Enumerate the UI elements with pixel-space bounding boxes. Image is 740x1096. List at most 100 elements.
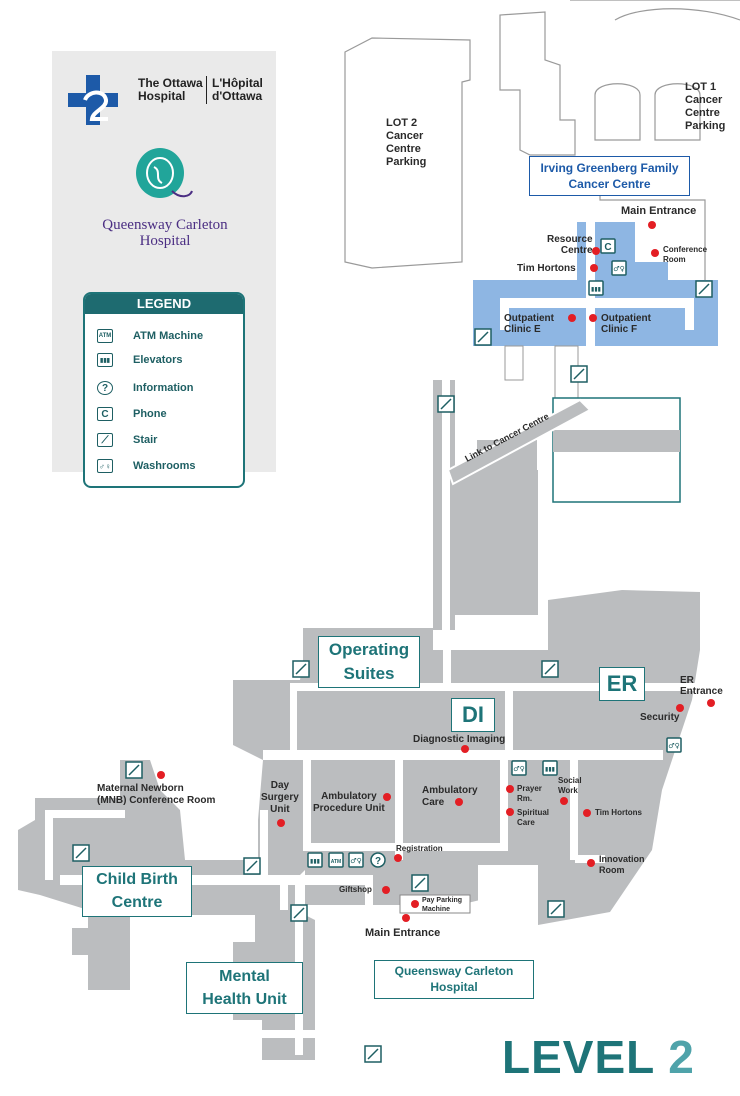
legend-item-label: Washrooms [133, 460, 196, 472]
label-line: (MNB) Conference Room [97, 795, 216, 806]
label-line: Centre [560, 245, 593, 256]
poi-dot [506, 808, 514, 816]
ambulatory-care-label: Ambulatory Care [422, 785, 478, 809]
stair-icon [547, 900, 565, 918]
svg-text:▮▮▮: ▮▮▮ [310, 858, 320, 865]
prayer-room-label: Prayer Rm. [517, 784, 542, 804]
label-line: Unit [270, 804, 290, 815]
atm-icon: ATM [328, 852, 344, 868]
label-line: Pay Parking [422, 897, 463, 904]
main-entrance-label: Main Entrance [365, 927, 441, 939]
cancer-main-entrance-label: Main Entrance [621, 205, 697, 217]
stair-icon [72, 844, 90, 862]
label-line: Mental [219, 968, 270, 985]
legend-item: ♂♀ Washrooms [97, 458, 196, 474]
svg-text:♂♀: ♂♀ [350, 857, 361, 865]
level-number: 2 [668, 1031, 695, 1083]
stair-icon [290, 904, 308, 922]
ottawa-hospital-name-en: The Ottawa Hospital [138, 77, 203, 103]
registration-label: Registration [396, 844, 443, 853]
label-line: Care [517, 818, 535, 827]
poi-dot [394, 854, 402, 862]
poi-dot [568, 314, 576, 322]
elevator-icon: ▮▮▮ [588, 280, 604, 296]
queensway-carleton-hospital-label: Queensway Carleton Hospital [374, 960, 534, 999]
elevator-icon: ▮▮▮ [97, 353, 113, 367]
poi-dot [383, 793, 391, 801]
stair-icon [292, 660, 310, 678]
svg-text:?: ? [375, 856, 381, 867]
logo-text-line: d'Ottawa [212, 89, 263, 103]
logo-separator [206, 76, 207, 104]
di-label: DI [451, 698, 495, 732]
legend-title: LEGEND [85, 294, 243, 314]
diagnostic-imaging-label: Diagnostic Imaging [413, 734, 506, 745]
legend-item: C Phone [97, 406, 167, 422]
poi-dot [461, 745, 469, 753]
security-label: Security [640, 712, 680, 723]
label-line: Room [663, 255, 686, 264]
level-word: LEVEL [502, 1031, 655, 1083]
stair-icon [695, 280, 713, 298]
legend-item-label: ATM Machine [133, 330, 204, 342]
tim-hortons-label: Tim Hortons [595, 808, 642, 817]
svg-text:C: C [604, 242, 611, 253]
resource-centre-label: Resource Centre [547, 234, 593, 256]
label-line: Entrance [680, 686, 723, 697]
level-indicator: LEVEL 2 [502, 1030, 695, 1084]
poi-dot [583, 809, 591, 817]
label-line: Child Birth [96, 871, 178, 888]
er-entrance-label: ER Entrance [680, 675, 723, 697]
label-line: Procedure Unit [313, 803, 385, 814]
label-line: Spiritual [517, 808, 550, 817]
label-line: Day [270, 780, 290, 791]
legend-item: ATM ATM Machine [97, 328, 203, 344]
label-line: Irving Greenberg Family [540, 161, 679, 175]
logo-text-line: Queensway Carleton [102, 217, 228, 233]
stair-icon [243, 857, 261, 875]
stair-icon [474, 328, 492, 346]
er-label: ER [599, 667, 645, 701]
cancer-centre-name: Irving Greenberg Family Cancer Centre [529, 156, 690, 196]
label-line: Suites [343, 664, 395, 683]
poi-dot [676, 704, 684, 712]
main-entrance-lobby [399, 894, 471, 914]
stair-icon [541, 660, 559, 678]
label-line: Room [599, 865, 625, 875]
label-line: Outpatient [601, 313, 651, 324]
phone-icon: C [600, 238, 616, 254]
label-line: Queensway Carleton [394, 964, 514, 978]
stair-icon [570, 365, 588, 383]
legend: LEGEND ATM ATM Machine ▮▮▮ Elevators ? I… [83, 292, 245, 488]
label-line: Social [558, 776, 582, 785]
social-work-label: Social Work [558, 776, 582, 796]
label-line: Care [422, 797, 445, 808]
poi-dot [648, 221, 656, 229]
conference-room-label: Conference Room [663, 245, 707, 265]
label-line: Ambulatory [321, 791, 377, 802]
ambulatory-procedure-unit-label: Ambulatory Procedure Unit [313, 791, 385, 815]
label-line: Clinic E [504, 324, 541, 335]
poi-dot [560, 797, 568, 805]
label-line: Parking [386, 156, 427, 168]
logo-text-line: The Ottawa [138, 76, 203, 90]
label-line: Outpatient [504, 313, 554, 324]
legend-item-label: Stair [133, 434, 158, 446]
label-line: Hospital [430, 980, 478, 994]
legend-item-label: Information [133, 382, 194, 394]
queensway-carleton-logo-icon [136, 148, 193, 198]
label-line: Operating [328, 640, 410, 659]
innovation-room-label: Innovation Room [599, 854, 645, 876]
label-line: Rm. [517, 794, 533, 803]
washroom-icon: ♂♀ [666, 737, 682, 753]
cancer-tim-hortons-label: Tim Hortons [517, 263, 576, 274]
qch-logo-name: Queensway Carleton Hospital [56, 217, 274, 249]
svg-text:♂♀: ♂♀ [613, 265, 624, 273]
label-line: Centre [685, 107, 720, 119]
label-line: Maternal Newborn [97, 783, 184, 794]
link-to-cancer-centre [446, 398, 592, 486]
poi-dot [587, 859, 595, 867]
ottawa-hospital-logo-icon [68, 75, 118, 125]
label-line: Innovation [599, 854, 645, 864]
operating-suites-label: Operating Suites [318, 636, 420, 688]
